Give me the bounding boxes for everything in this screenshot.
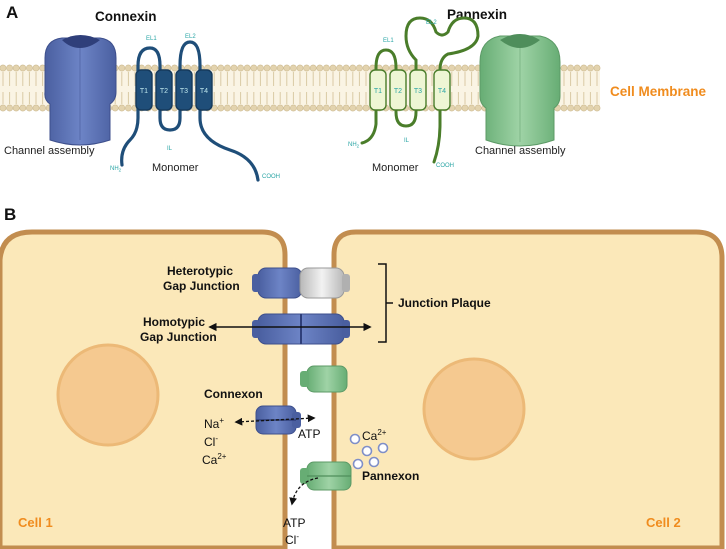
connexin-channel-assembly (44, 35, 117, 146)
cl-release: Cl- (285, 532, 299, 547)
pannexin-monomer: T1 T2 T3 T4 (360, 16, 480, 164)
connexin-segment-label: T2 (160, 88, 168, 95)
homotypic-gap-junction (252, 313, 350, 345)
connexin-segment-box (195, 69, 213, 111)
atp-release: ATP (283, 516, 305, 530)
connexin-c-terminus: COOH (262, 174, 280, 180)
pannexon-lower (300, 461, 352, 491)
connexin-el1: EL1 (146, 36, 157, 42)
calcium-ions (349, 433, 389, 470)
ion-na: Na+ (204, 416, 224, 431)
pannexin-n-terminus: NH2 (348, 142, 360, 149)
pannexin-segment-label: T3 (414, 88, 422, 95)
pannexin-il: IL (404, 138, 410, 144)
connexin-segment-box (135, 69, 153, 111)
junction-plaque-label: Junction Plaque (398, 296, 491, 310)
connexon-label: Connexon (204, 387, 263, 401)
membrane-label: Cell Membrane (610, 84, 707, 99)
pannexin-segment-label: T1 (374, 88, 382, 95)
ion-ca: Ca2+ (202, 452, 227, 467)
panel-a-letter: A (6, 3, 18, 22)
heterotypic-gap-junction (252, 267, 350, 299)
heterotypic-label: Heterotypic Gap Junction (163, 264, 240, 293)
pannexin-monomer-label: Monomer (372, 162, 419, 174)
pannexin-segment-box (389, 69, 407, 111)
pannexin-el2: EL2 (426, 20, 437, 26)
connexin-segment-label: T4 (200, 88, 208, 95)
connexin-monomer-label: Monomer (152, 162, 199, 174)
connexin-segment-box (175, 69, 193, 111)
pannexin-c-terminus: COOH (436, 163, 454, 169)
cell-1-label: Cell 1 (18, 515, 53, 530)
pannexin-segment-box (369, 69, 387, 111)
connexin-title: Connexin (95, 9, 157, 24)
homotypic-label: Homotypic Gap Junction (140, 315, 217, 344)
pannexin-segment-label: T2 (394, 88, 402, 95)
connexin-assembly-label: Channel assembly (4, 145, 95, 157)
nucleus-cell-2 (422, 357, 526, 461)
connexin-n-terminus: NH2 (110, 166, 122, 173)
connexin-segment-box (155, 69, 173, 111)
pannexin-segment-box (409, 69, 427, 111)
calcium-label: Ca2+ (362, 428, 387, 443)
connexin-segment-label: T3 (180, 88, 188, 95)
connexon-flux-arrow (234, 414, 316, 426)
atp-middle: ATP (298, 427, 320, 441)
cell-2-label: Cell 2 (646, 515, 681, 530)
nucleus-cell-1 (56, 343, 160, 447)
pannexin-segment-label: T4 (438, 88, 446, 95)
connexin-el2: EL2 (185, 34, 196, 40)
connexin-monomer: T1 T2 T3 T4 (120, 40, 260, 182)
pannexon-label: Pannexon (362, 469, 419, 483)
ion-cl: Cl- (204, 434, 218, 449)
panel-b-letter: B (4, 205, 16, 224)
pannexon-upper (300, 365, 348, 393)
pannexin-assembly-label: Channel assembly (475, 145, 566, 157)
connexin-il: IL (167, 146, 173, 152)
pannexin-el1: EL1 (383, 38, 394, 44)
cell-2 (331, 229, 725, 549)
connexin-segment-label: T1 (140, 88, 148, 95)
pannexin-channel-assembly (479, 34, 561, 147)
pannexin-segment-box (433, 69, 451, 111)
pannexon-release-arrow (289, 477, 319, 506)
